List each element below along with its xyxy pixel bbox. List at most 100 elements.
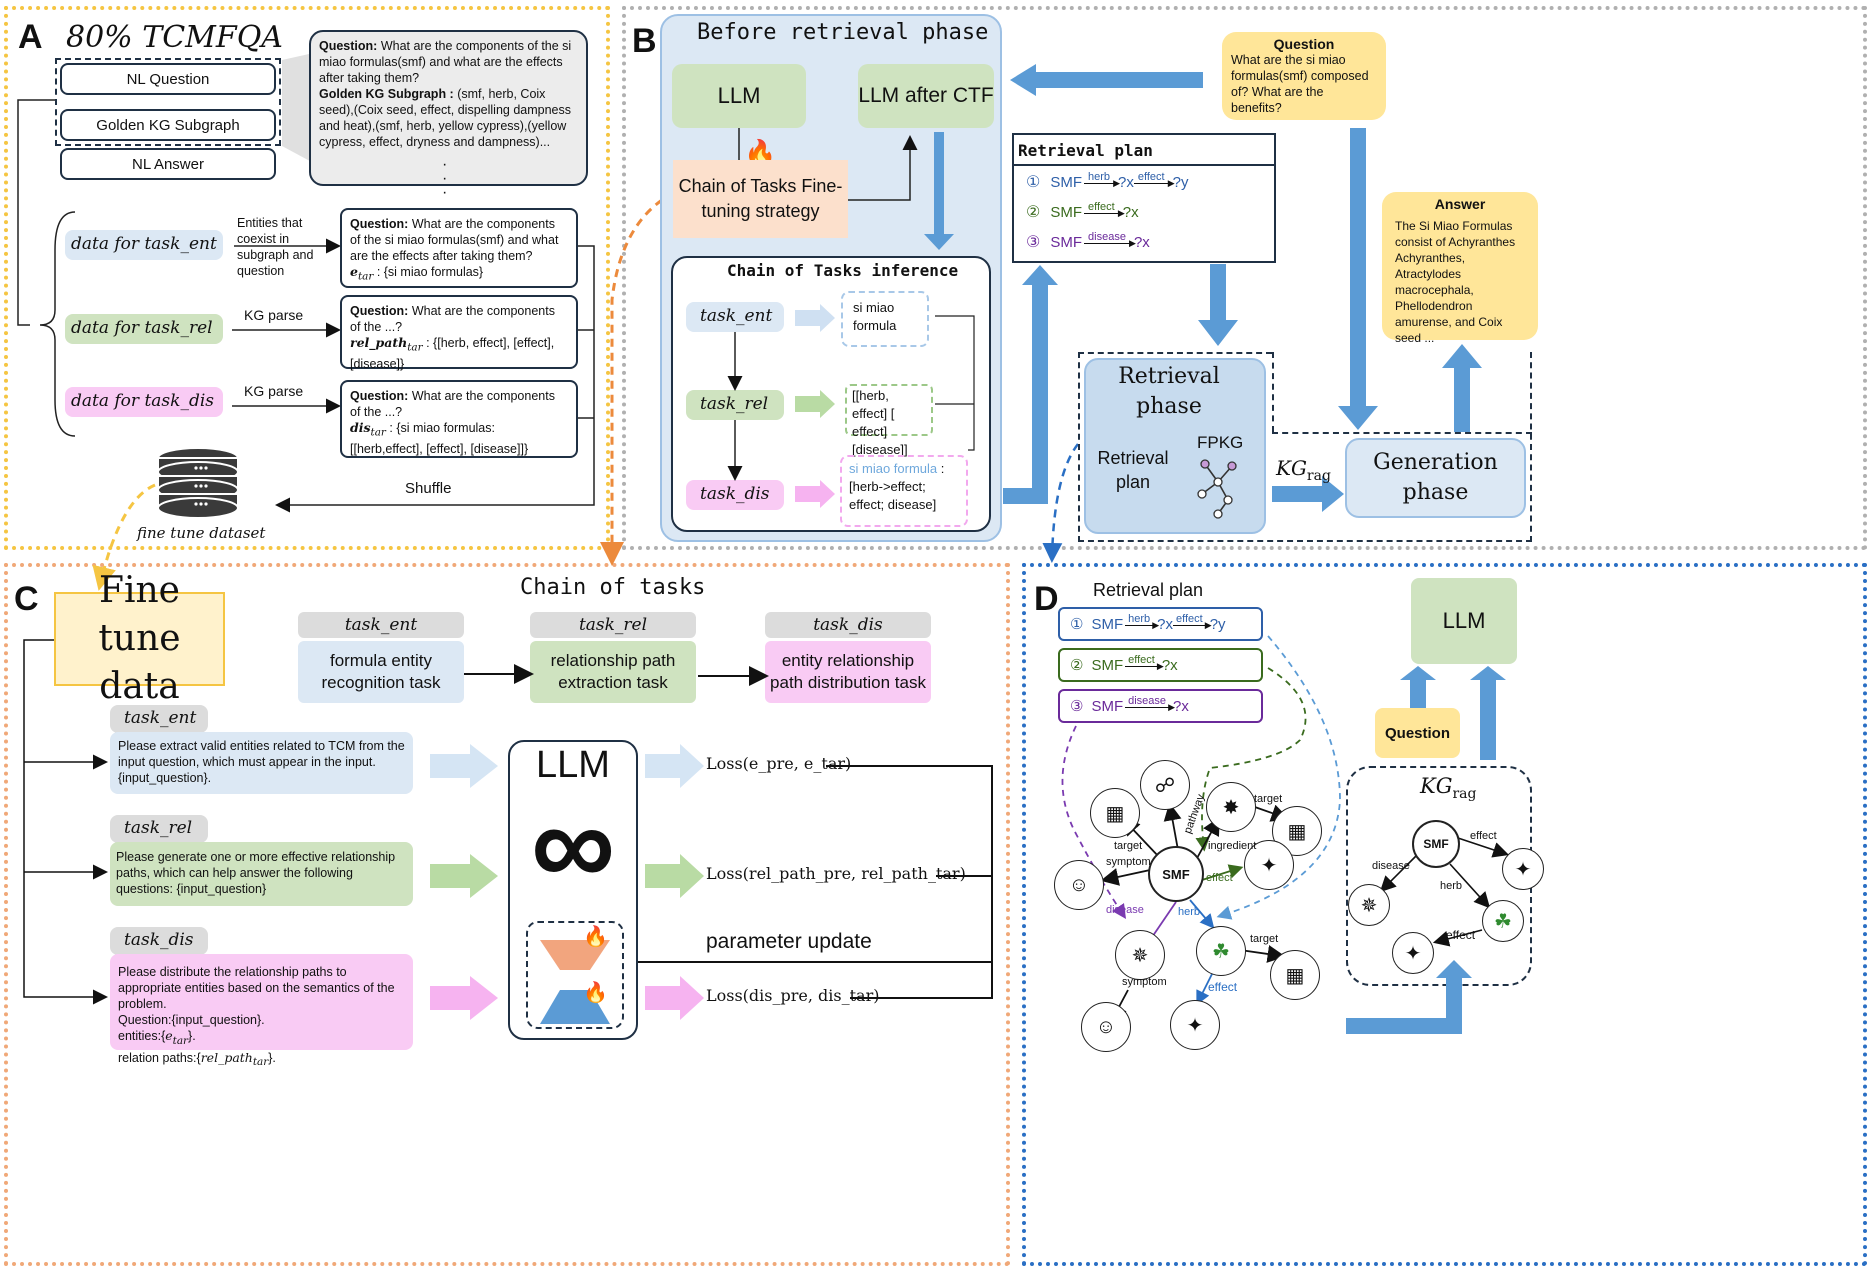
chain-task-tag: task_dis [765,612,931,638]
dis-q-label: Question: [350,389,409,403]
arrow-head-icon: ▶ [1167,178,1175,188]
b-task-rel: task_rel [686,390,784,420]
callout-question-label: Question: [319,39,378,53]
edge-target-3: target [1250,933,1279,945]
data-task-rel: data for task_rel [65,314,223,344]
retrieval-phase-title: Retrieval phase [1118,364,1220,419]
ent-target-sub: tar [357,270,374,283]
c-prompt-dis-tag: task_dis [110,927,208,955]
edge-effect-2: effect [1208,980,1238,994]
fire-icon-c2: 🔥 [583,982,608,1004]
plan-relation: effect▶ [1084,202,1125,218]
nl-question-box: NL Question [60,63,276,95]
plan-r1: disease [1088,231,1126,243]
kg-effect-icon-2: ✦ [1392,932,1434,974]
kg-parse-dis: KG parse [244,383,304,399]
edge-disease: disease [1106,904,1144,916]
plan-n1: ?x [1133,234,1150,251]
b-kg-rag: KGrag [1276,456,1331,484]
dis-target: : {si miao formulas: [[herb,effect], [ef… [350,421,529,456]
edge-effect-1: effect [1206,872,1233,884]
edge-target-1: target [1114,840,1143,852]
panel-a [4,6,610,550]
plan-head: SMF [1050,174,1083,191]
node-symptom-icon-1: ☺ [1054,860,1104,910]
loss-dis: Loss(dis_pre, dis_tar) [706,986,880,1005]
panel-c [4,563,1010,1266]
d-kgrag-label: KGrag [1420,774,1476,802]
arrow-head-icon: ▶ [1204,620,1212,630]
ent-target: : {si miao formulas} [376,265,484,279]
smf-node-label: SMF [1162,866,1190,882]
plan-n1: ?x [1118,174,1134,191]
rel-target-sub: tar [407,341,423,354]
smf-node: SMF [1148,846,1204,902]
entities-note: Entities that coexist in subgraph and qu… [237,216,314,278]
rel-q-label: Question: [350,304,409,318]
c-llm-label: LLM [536,744,610,786]
b-kg-rag-sub: rag [1306,468,1331,484]
b-out-dis-body: [herb->effect; effect; disease] [849,479,937,512]
arrow-head-icon: ▶ [1117,208,1125,218]
c-dis3-sym: e [165,1028,173,1043]
d-llm-box: LLM [1411,578,1517,664]
retrieval-plan-box: Retrieval plan [1012,133,1276,263]
plan-num: ③ [1026,234,1041,251]
loss-ent: Loss(e_pre, e_tar) [706,754,852,773]
kg-edge-disease: disease [1372,860,1410,872]
fpkg-label: FPKG [1197,433,1244,452]
c-dis4-sub: tar [252,1056,269,1068]
fire-icon-c1: 🔥 [583,926,608,948]
edge-symptom-2: symptom [1122,976,1167,988]
c-dis4-sym: rel_path [200,1049,253,1065]
b-task-ent: task_ent [686,302,784,332]
c-prompt-dis-3: entities:{etar}. [118,1028,405,1050]
kg-parse-rel: KG parse [244,307,304,323]
node-disease-icon: ✵ [1115,930,1165,980]
node-herb-icon: ☘ [1196,926,1246,976]
d-kgrag-main: KG [1420,774,1453,798]
b-retrieval-plan-label: Retrieval plan [1097,448,1169,492]
arrow-head-icon: ▶ [1129,238,1136,248]
rel-target: : {[herb, effect], [effect], [disease]} [350,336,555,371]
dataset-label: fine tune dataset [137,524,266,542]
panel-b [622,6,1867,550]
d-kgrag-sub: rag [1452,786,1477,803]
chain-task-tag: task_ent [298,612,464,638]
c-prompt-dis-1: Please distribute the relationship paths… [118,965,395,1011]
chain-task-desc: entity relationship path distribution ta… [765,641,931,703]
c-dis3-sub: tar [172,1034,189,1047]
d-plan-relation: disease▶ [1125,696,1175,712]
arrow-head-icon: ▶ [1168,702,1176,712]
d-plan-relation: herb▶ [1125,614,1159,630]
b-out-dis-colon: : [940,461,945,476]
plan-r1: herb [1088,171,1111,183]
plan-r2: effect [1137,171,1165,183]
callout-dot-3: · [442,184,448,201]
b-question-box: Question What are the si miao formulas(s… [1222,32,1386,120]
c-prompt-ent: Please extract valid entities related to… [110,732,413,794]
c-prompt-ent-tag: task_ent [110,705,208,733]
c-dis3-pre: entities:{ [118,1029,166,1043]
node-symptom-icon-2: ☺ [1081,1002,1131,1052]
answer-text: The Si Miao Formulas consist of Achyrant… [1395,219,1516,345]
b-task-dis: task_dis [686,480,784,510]
retrieval-plan-title: Retrieval plan [1014,135,1274,166]
b-kg-rag-main: KG [1276,456,1307,480]
c-dis4-pre: relation paths:{ [118,1050,201,1065]
ent-q-label: Question: [350,217,409,231]
arrow-head-icon: ▶ [1113,178,1121,188]
chain-task-desc: formula entity recognition task [298,641,464,703]
d-plan-num: ① [1070,616,1084,633]
edge-symptom-1: symptom [1106,856,1151,868]
arrow-head-icon: ▶ [1152,620,1160,630]
